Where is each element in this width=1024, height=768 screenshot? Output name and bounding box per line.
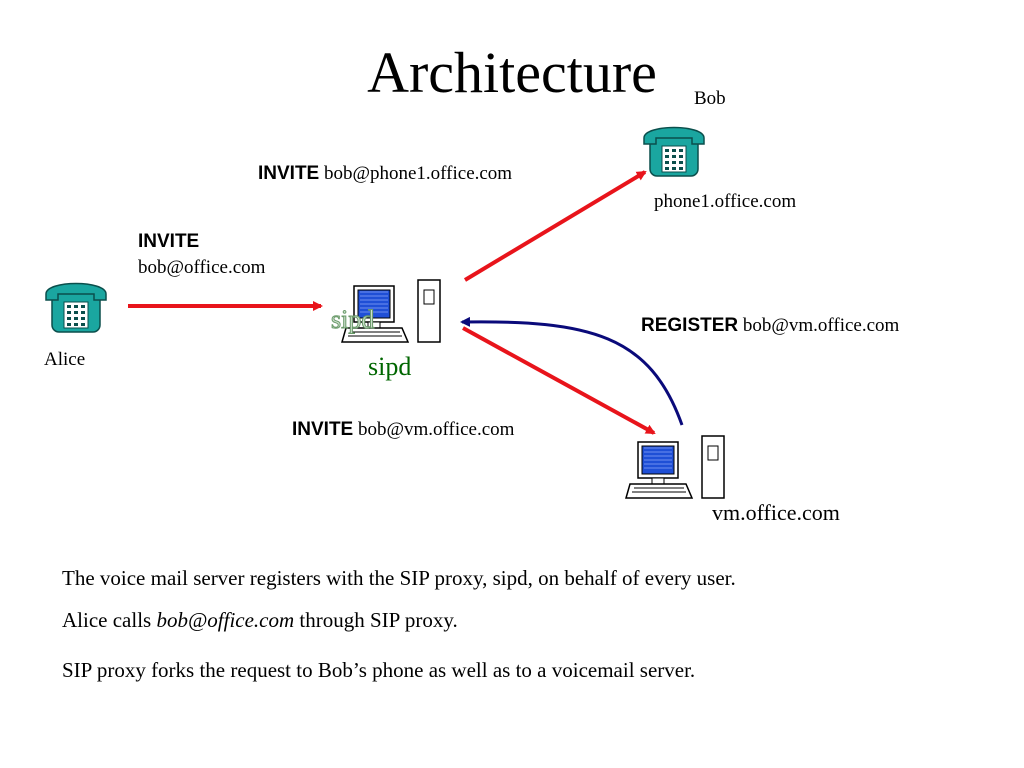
bob-host-label: phone1.office.com [654,191,797,212]
invite-office-label: INVITE bob@office.com [138,231,265,279]
invite-vm-label: INVITE bob@vm.office.com [292,419,514,441]
arrow-proxy-to-vm [462,326,656,435]
alice-label: Alice [44,349,86,370]
invite-method: INVITE [138,231,200,252]
arrow-proxy-to-bob [463,170,647,282]
voicemail-computer-icon [625,435,725,499]
page-title: Architecture [367,40,657,105]
caption-line-2-suffix: through SIP proxy. [294,608,458,632]
invite-method: INVITE [292,419,354,440]
alice-telephone-icon [45,282,107,333]
register-label: REGISTER bob@vm.office.com [641,315,899,337]
voicemail-host-label: vm.office.com [712,500,840,525]
invite-uri: bob@office.com [138,257,266,278]
bob-label: Bob [694,88,726,109]
sipd-label: sipd [368,352,412,381]
sipd-ghost-label: sipd [330,305,375,335]
invite-uri: bob@phone1.office.com [323,163,513,184]
invite-method: INVITE [258,163,320,184]
arrow-vm-register [460,316,684,426]
bob-telephone-icon [643,126,705,177]
caption-line-1: The voice mail server registers with the… [62,566,736,590]
register-method: REGISTER [641,315,739,336]
caption-line-2-prefix: Alice calls [62,608,157,632]
caption-line-2-emphasis: bob@office.com [156,608,295,632]
invite-uri: bob@vm.office.com [357,419,515,440]
register-uri: bob@vm.office.com [742,315,900,336]
caption-line-3: SIP proxy forks the request to Bob’s pho… [62,658,696,682]
invite-bob-phone-label: INVITE bob@phone1.office.com [258,163,512,185]
caption-line-2: Alice calls bob@office.com through SIP p… [62,607,458,633]
